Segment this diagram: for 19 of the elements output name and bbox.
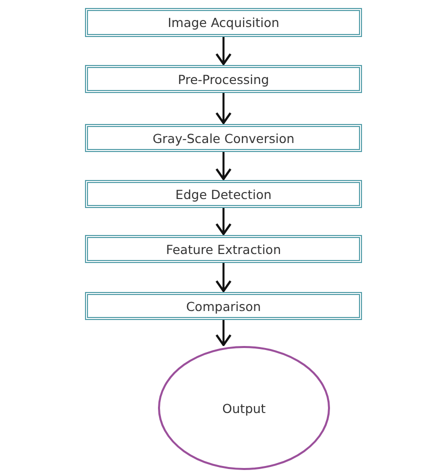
process-box: [85, 8, 362, 37]
step-label: Pre-Processing: [178, 72, 270, 86]
arrow: [215, 37, 232, 66]
step-label: Output: [222, 400, 266, 416]
arrow: [215, 320, 232, 346]
arrow: [215, 208, 232, 236]
arrow: [215, 263, 232, 292]
step-label: Gray-Scale Conversion: [152, 130, 294, 146]
process-box: [85, 235, 362, 263]
step-label: Edge Detection: [175, 186, 272, 202]
step-label: Comparison: [186, 298, 261, 314]
arrow: [215, 152, 232, 180]
step-label: Feature Extraction: [166, 242, 282, 256]
process-box: [85, 292, 362, 320]
process-box: [85, 65, 362, 93]
process-box: [85, 180, 362, 208]
step-label: Image Acquisition: [168, 15, 280, 30]
arrow: [215, 93, 232, 124]
process-box: [85, 124, 362, 152]
